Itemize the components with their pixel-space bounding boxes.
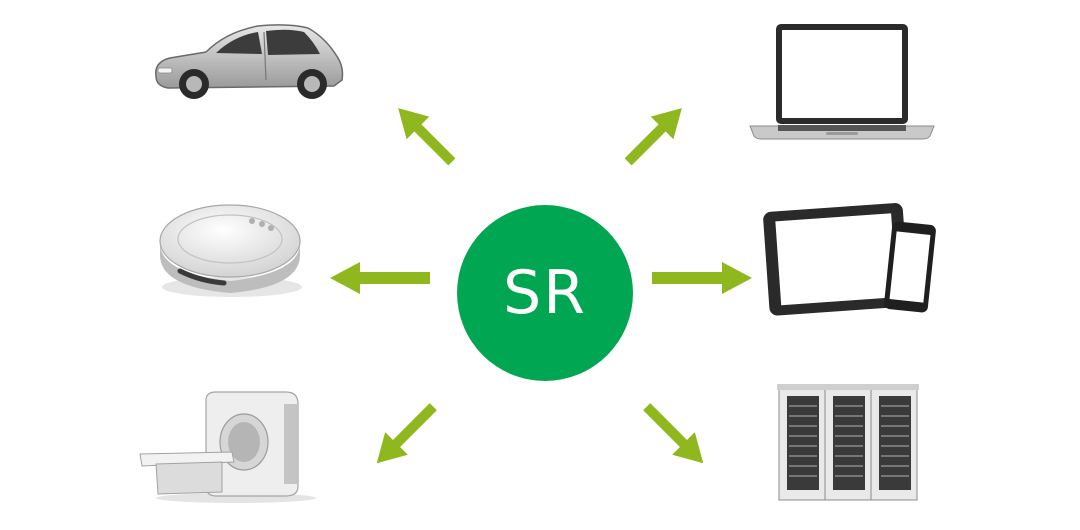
laptop-icon [749, 24, 935, 140]
server-rack-icon [777, 384, 919, 501]
arrow-right [652, 262, 752, 294]
arrow-up-left [398, 108, 456, 166]
mri-scanner-icon [139, 391, 316, 503]
tablet-phone-icon [763, 203, 936, 316]
sr-hub-circle: SR [457, 205, 633, 381]
arrow-up-right [624, 108, 682, 166]
arrow-left [330, 262, 430, 294]
car-icon [155, 24, 344, 99]
arrow-down-left [376, 403, 437, 464]
arrow-down-right [643, 403, 704, 464]
hub-label: SR [503, 258, 587, 328]
robot-vacuum-icon [159, 204, 302, 297]
